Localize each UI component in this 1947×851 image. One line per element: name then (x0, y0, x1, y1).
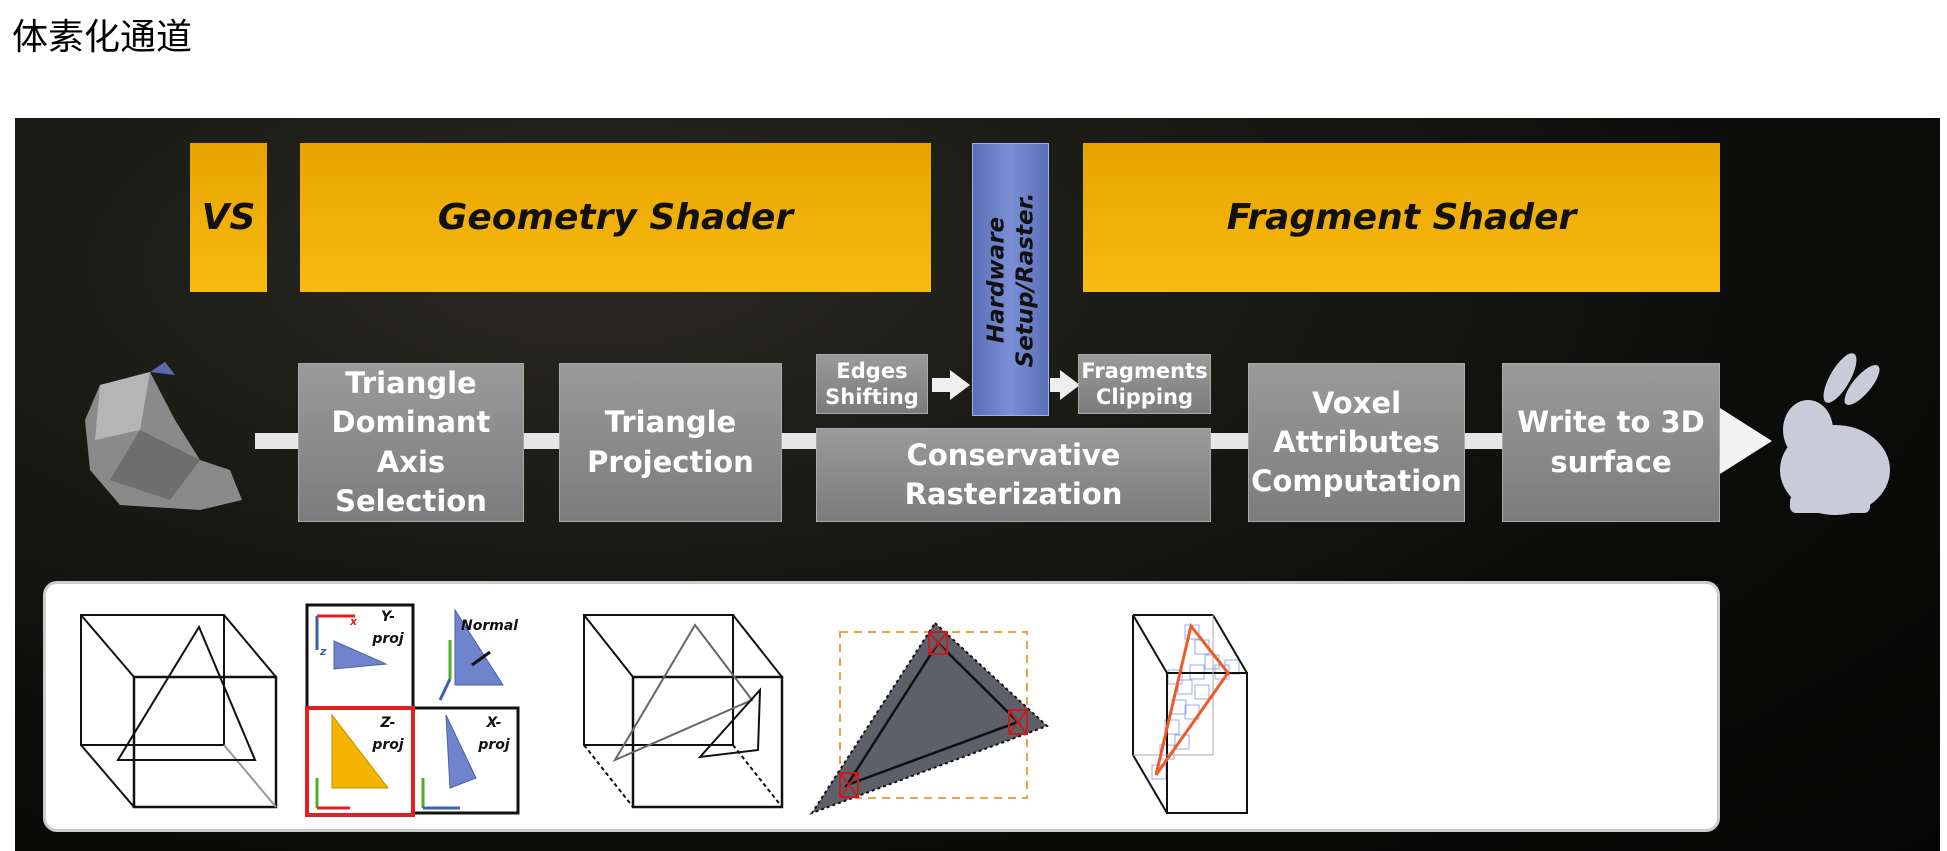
step-triangle-projection: Triangle Projection (559, 363, 782, 522)
stage-geometry-shader: Geometry Shader (300, 143, 931, 292)
illustration-panel (43, 581, 1720, 832)
step-fragments-clipping: Fragments Clipping (1078, 354, 1211, 414)
low-poly-bunny-icon (85, 362, 242, 510)
step-voxel-attributes: Voxel Attributes Computation (1248, 363, 1465, 522)
x-proj-label: X-proj (478, 715, 510, 753)
y-proj-label: Y-proj (372, 609, 404, 647)
page-title: 体素化通道 (12, 17, 193, 58)
stage-fragment-shader: Fragment Shader (1083, 143, 1720, 292)
stage-hardware-raster: Hardware Setup/Raster. (972, 143, 1049, 416)
step-edges-shifting: Edges Shifting (816, 354, 928, 414)
pipeline-arrow-head (1720, 408, 1772, 474)
arrow-to-hardware (932, 378, 952, 392)
z-proj-label: Z-proj (372, 715, 404, 753)
step-write-3d-surface: Write to 3D surface (1502, 363, 1720, 522)
step-conservative-rasterization: Conservative Rasterization (816, 428, 1211, 522)
stage-vs: VS (190, 143, 267, 292)
voxel-bunny-icon (1780, 353, 1890, 515)
step-dominant-axis-selection: Triangle Dominant Axis Selection (298, 363, 524, 522)
arrow-from-hardware (1050, 378, 1062, 392)
